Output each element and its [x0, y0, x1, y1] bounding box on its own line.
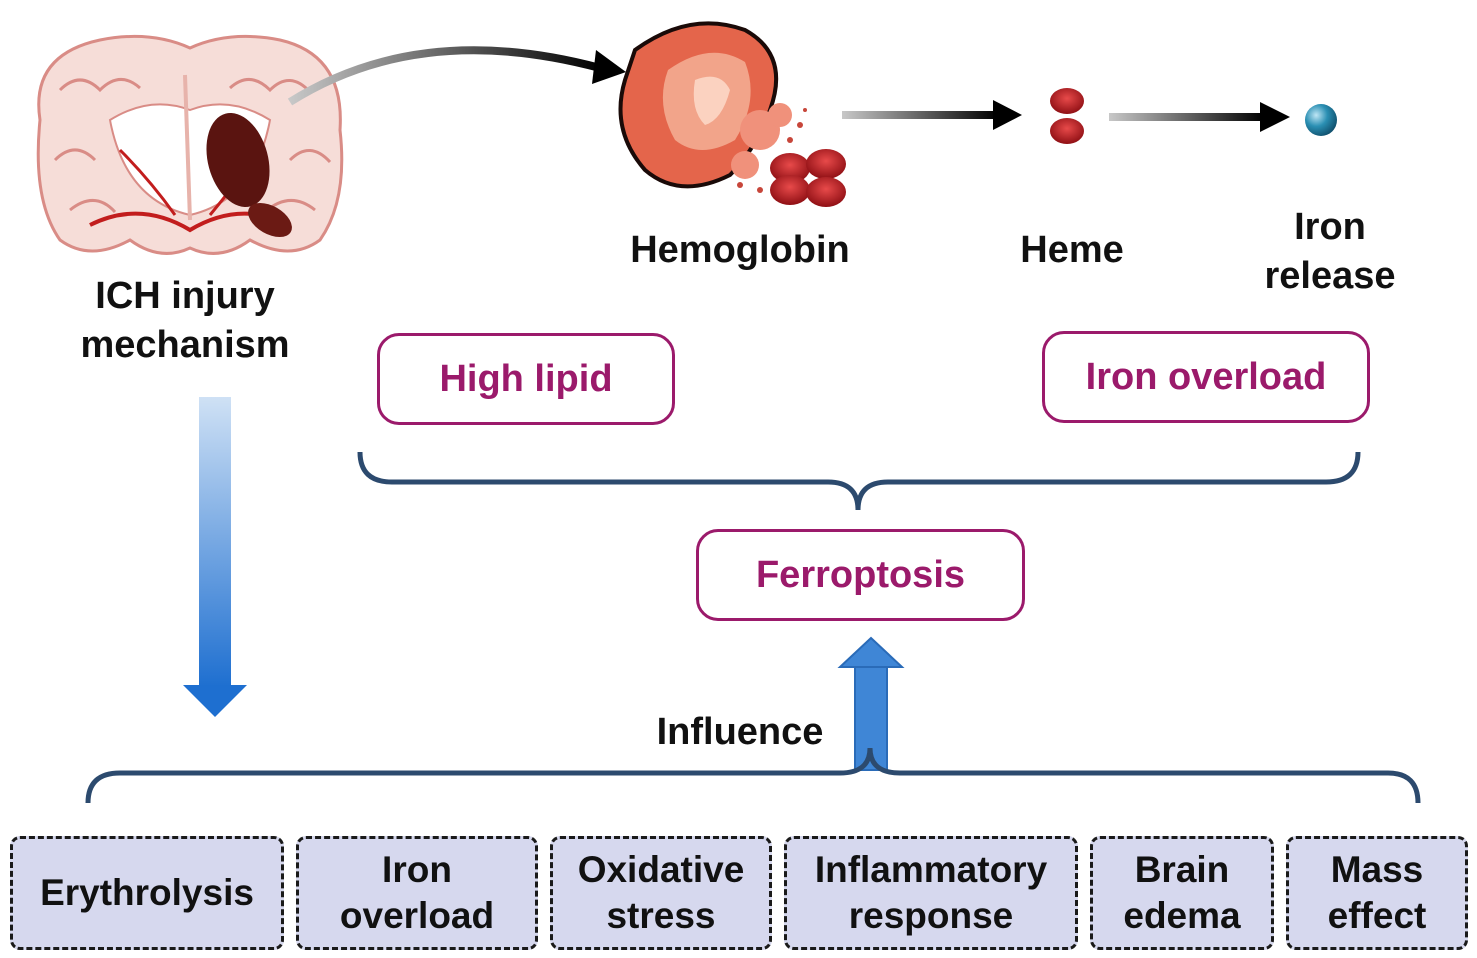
iron-overload-box: Iron overload — [1042, 331, 1370, 423]
hemoglobin-label: Hemoglobin — [630, 229, 850, 271]
heme-label: Heme — [1020, 229, 1124, 271]
iron-ion-icon — [1305, 104, 1337, 136]
red-blood-cell-lysis-icon — [618, 21, 846, 207]
brain-coronal-hemorrhage-icon — [36, 34, 344, 255]
influence-label: Influence — [656, 711, 824, 753]
high-lipid-box: High lipid — [377, 333, 675, 425]
brain-label: ICH injury mechanism — [80, 275, 290, 366]
ferroptosis-box: Ferroptosis — [696, 529, 1025, 621]
mechanism-erythrolysis: Erythrolysis — [10, 836, 284, 950]
iron-release-label: Iron release — [1264, 206, 1396, 297]
heme-icon — [1050, 88, 1084, 144]
